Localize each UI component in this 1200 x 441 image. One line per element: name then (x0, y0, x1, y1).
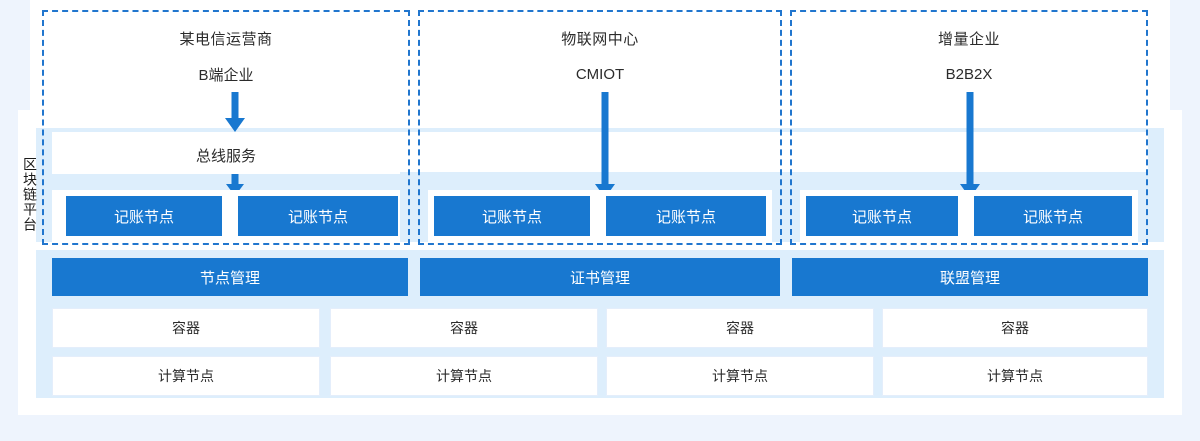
system-box-b-end-enterprise[interactable]: B端企业 (52, 56, 400, 92)
container-box[interactable]: 容器 (606, 308, 874, 348)
container-box[interactable]: 容器 (882, 308, 1148, 348)
management-bar-node-management[interactable]: 节点管理 (52, 258, 408, 296)
compute-node-box[interactable]: 计算节点 (52, 356, 320, 396)
container-box[interactable]: 容器 (52, 308, 320, 348)
ledger-node-box[interactable]: 记账节点 (434, 196, 590, 236)
compute-node-box[interactable]: 计算节点 (330, 356, 598, 396)
compute-node-box[interactable]: 计算节点 (606, 356, 874, 396)
org-panel-telecom-operator: 某电信运营商 (42, 10, 410, 245)
management-bar-alliance-management[interactable]: 联盟管理 (792, 258, 1148, 296)
ledger-node-box[interactable]: 记账节点 (66, 196, 222, 236)
org-title-incremental-enterprise: 增量企业 (937, 31, 1000, 48)
arrow-cmiot-to-ledger-icon (595, 92, 615, 198)
org-title-iot-center: 物联网中心 (561, 31, 639, 48)
org-title-telecom-operator: 某电信运营商 (179, 31, 273, 48)
ledger-node-box[interactable]: 记账节点 (238, 196, 398, 236)
ledger-node-box[interactable]: 记账节点 (606, 196, 766, 236)
org-panel-iot-center: 物联网中心 (418, 10, 782, 245)
blockchain-platform-label: 区块链平台 (22, 156, 38, 232)
ledger-node-box[interactable]: 记账节点 (974, 196, 1132, 236)
management-bar-certificate-management[interactable]: 证书管理 (420, 258, 780, 296)
arrow-b2b2x-to-ledger-icon (960, 92, 980, 198)
container-box[interactable]: 容器 (330, 308, 598, 348)
arrow-b2b-to-bus-icon (225, 92, 245, 132)
bus-service-box[interactable]: 总线服务 (52, 136, 400, 174)
system-box-b2b2x[interactable]: B2B2X (800, 56, 1138, 92)
compute-node-box[interactable]: 计算节点 (882, 356, 1148, 396)
ledger-node-box[interactable]: 记账节点 (806, 196, 958, 236)
system-box-cmiot[interactable]: CMIOT (428, 56, 772, 92)
org-panel-incremental-enterprise: 增量企业 (790, 10, 1148, 245)
